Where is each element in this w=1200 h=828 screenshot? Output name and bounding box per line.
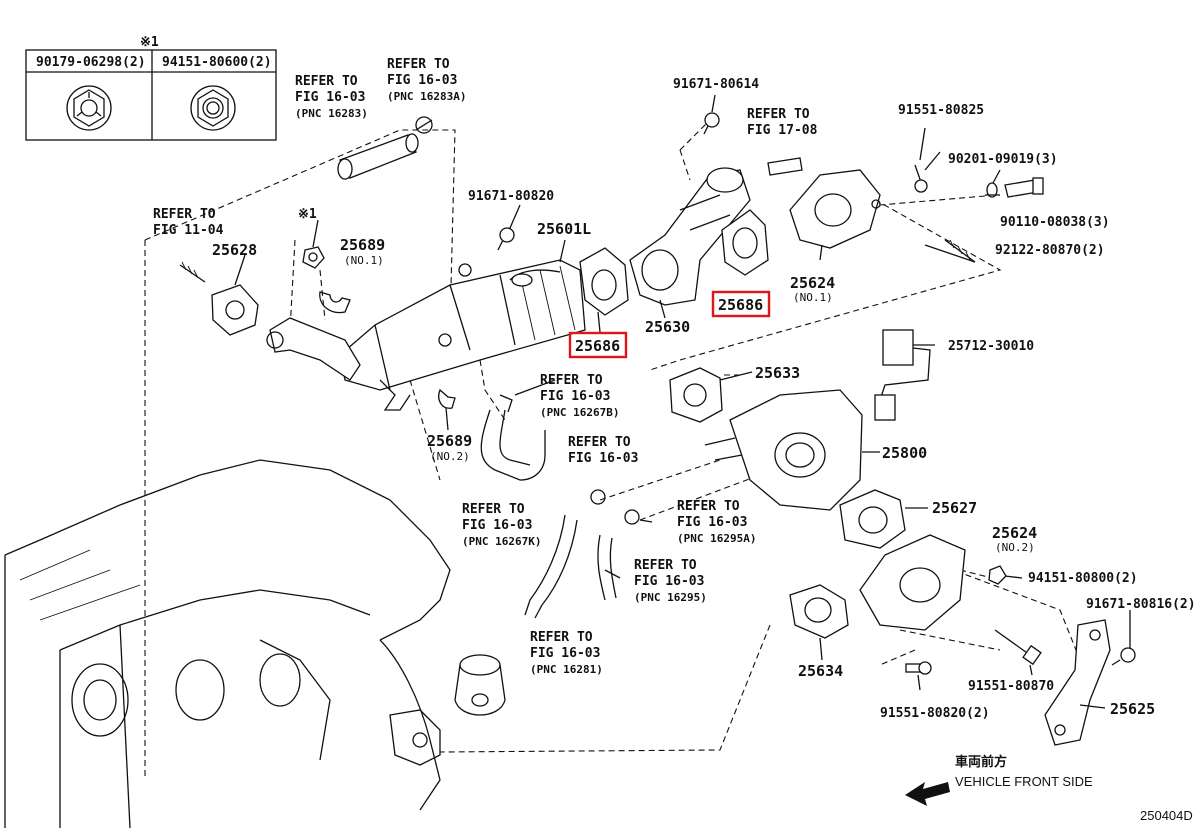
- egr-valve-25630: [629, 167, 751, 306]
- part-number-25624-no1: 25624: [790, 274, 835, 292]
- nut-part: [302, 246, 325, 269]
- part-number-25800: 25800: [882, 444, 927, 462]
- part-sub-no1: (NO.1): [344, 254, 384, 267]
- bracket-25625: [1044, 619, 1111, 746]
- gasket-25634: [789, 584, 849, 639]
- pipe-25624-no1: [789, 169, 881, 249]
- part-number-25686-right: 25686: [718, 296, 763, 314]
- nut-part-80800: [988, 565, 1007, 585]
- stud-part-92122: [944, 239, 976, 263]
- part-number-91551-80870: 91551-80870: [968, 679, 1054, 694]
- part-number-25628: 25628: [212, 241, 257, 259]
- part-number-25633: 25633: [755, 364, 800, 382]
- ref-16267b: REFER TO FIG 16-03 (PNC 16267B): [540, 373, 619, 419]
- ref-16295: REFER TO FIG 16-03 (PNC 16295): [634, 558, 712, 604]
- part-number-25625: 25625: [1110, 700, 1155, 718]
- part-sub-25624-no2: (NO.2): [995, 541, 1035, 554]
- fastener-legend-table: ※1 90179-06298(2) 94151-80600(2): [25, 35, 277, 141]
- front-arrow-icon: [905, 782, 950, 806]
- part-number-25689-no1: 25689: [340, 236, 385, 254]
- part-number-91671-80816: 91671-80816(2): [1086, 597, 1196, 612]
- labels: REFER TO FIG 16-03 (PNC 16283) REFER TO …: [153, 57, 1196, 823]
- ref-16283: REFER TO FIG 16-03 (PNC 16283): [295, 74, 373, 120]
- part-number-25624-no2: 25624: [992, 524, 1037, 542]
- throttle-body-25800: [704, 389, 863, 511]
- part-sub-25624-no1: (NO.1): [793, 291, 833, 304]
- hex-nut-icon: [190, 85, 236, 131]
- engine-block-outline: [4, 459, 506, 828]
- flange-nut-icon: [66, 85, 112, 131]
- bolt-part-80816: [1111, 647, 1136, 666]
- part-number-92122-80870: 92122-80870(2): [995, 243, 1105, 258]
- ref-16267k: REFER TO FIG 16-03 (PNC 16267K): [462, 502, 541, 548]
- gasket-25628: [211, 284, 259, 336]
- pipe-25624-no2: [859, 534, 966, 631]
- diagram-id: 250404D: [1140, 808, 1193, 823]
- part-number-25634: 25634: [798, 662, 843, 680]
- stud-bolt: [179, 261, 206, 283]
- gasket-25633: [669, 367, 723, 423]
- part-number-25686-left: 25686: [575, 337, 620, 355]
- mark-x1: ※1: [298, 207, 317, 222]
- part-number-25630: 25630: [645, 318, 690, 336]
- front-label-en: VEHICLE FRONT SIDE: [955, 774, 1093, 789]
- bolt-part-08038: [1004, 177, 1044, 198]
- gasket-25627: [839, 489, 906, 549]
- part-number-90110-08038: 90110-08038(3): [1000, 215, 1110, 230]
- highlight-box-left: [568, 331, 628, 359]
- legend-part-2: 94151-80600(2): [162, 55, 272, 70]
- part-number-91551-80825: 91551-80825: [898, 103, 984, 118]
- legend-mark: ※1: [140, 35, 159, 50]
- gasket-25686-left: [579, 247, 629, 316]
- ref-mid: REFER TO FIG 16-03: [568, 435, 638, 466]
- bolt-part-80870: [994, 629, 1042, 666]
- washer-part: [986, 182, 998, 198]
- ref-16281: REFER TO FIG 16-03 (PNC 16281): [530, 630, 608, 676]
- hoses: [480, 394, 640, 619]
- part-number-25712-30010: 25712-30010: [948, 339, 1034, 354]
- leader-lines: [234, 94, 1131, 709]
- part-number-94151-80800: 94151-80800(2): [1028, 571, 1138, 586]
- hose-part: [337, 116, 433, 180]
- part-number-91671-80820: 91671-80820: [468, 189, 554, 204]
- guide-lines: [144, 119, 1081, 780]
- front-label-jp: 車両前方: [955, 754, 1007, 769]
- bolt-part-80825: [914, 164, 928, 193]
- ref-fig-17-08: REFER TO FIG 17-08: [747, 107, 818, 138]
- egr-cooler: [266, 259, 586, 411]
- part-number-25627: 25627: [932, 499, 977, 517]
- bolt-part-80820: [905, 661, 932, 675]
- gasket-25686-right: [721, 209, 769, 276]
- clamp-no2: [438, 388, 456, 409]
- part-number-91551-80820: 91551-80820(2): [880, 706, 990, 721]
- ref-16283a: REFER TO FIG 16-03 (PNC 16283A): [387, 57, 466, 103]
- clamp-no1: [319, 291, 351, 314]
- bolt-part-80614: [703, 112, 720, 135]
- part-number-91671-80614: 91671-80614: [673, 77, 759, 92]
- highlight-box-right: [711, 290, 771, 318]
- part-number-90201-09019: 90201-09019(3): [948, 152, 1058, 167]
- pipe-part: [767, 157, 803, 176]
- part-number-25601l: 25601L: [537, 220, 591, 238]
- part-number-25689-no2: 25689: [427, 432, 472, 450]
- legend-part-1: 90179-06298(2): [36, 55, 146, 70]
- sensor-25712: [874, 329, 931, 421]
- part-sub-25689-no2: (NO.2): [430, 450, 470, 463]
- ref-fig-11-04: REFER TO FIG 11-04: [153, 207, 224, 238]
- ref-16295a: REFER TO FIG 16-03 (PNC 16295A): [677, 499, 756, 545]
- bolt-part: [497, 227, 515, 251]
